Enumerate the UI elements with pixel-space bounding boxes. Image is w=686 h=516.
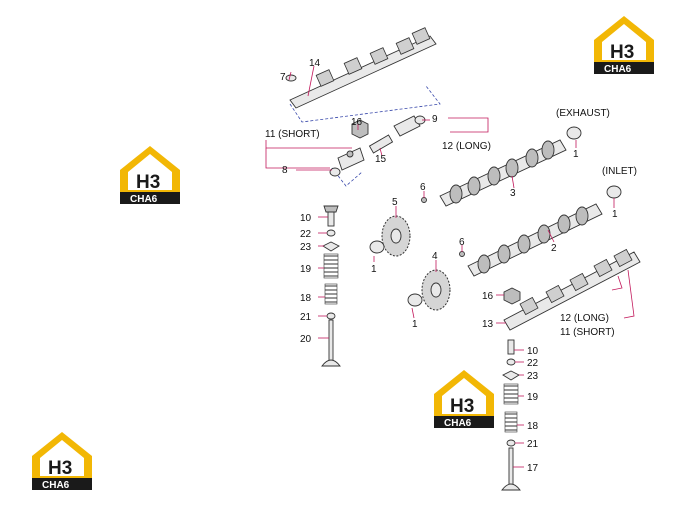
callout-19: 19 (300, 264, 312, 275)
callout-3: 3 (510, 188, 516, 199)
callout-16: 16 (351, 117, 363, 128)
callout-1: 1 (371, 264, 377, 275)
callout-18: 18 (300, 293, 312, 304)
exhaust-camshaft (439, 139, 567, 207)
watermark-logo: H3 CHA6 (120, 146, 180, 205)
camshaft-seal (369, 240, 385, 254)
label-short: 11 (SHORT) (265, 129, 320, 140)
watermark-brand: CHA6 (444, 418, 472, 429)
watermark-mark: H3 (48, 458, 72, 479)
leader-lines-left (318, 216, 329, 339)
watermark-brand: CHA6 (130, 194, 158, 205)
rocker-arm-long (393, 115, 421, 137)
callout-21: 21 (300, 312, 312, 323)
watermark-brand: CHA6 (42, 480, 70, 491)
adjuster-screw (368, 134, 394, 154)
callout-1: 1 (573, 149, 579, 160)
watermark-logo: H3 CHA6 (594, 16, 654, 75)
leader-lines-lower-right (496, 269, 635, 324)
callout-20: 20 (300, 334, 312, 345)
callout-23: 23 (300, 242, 312, 253)
rocker-shaft-upper (289, 27, 437, 109)
callout-6: 6 (459, 237, 465, 248)
camshaft-seal (566, 126, 582, 140)
watermark-logo: H3 CHA6 (32, 432, 92, 491)
valve-train-right (501, 339, 521, 491)
callout-10: 10 (527, 346, 539, 357)
callout-1: 1 (612, 209, 618, 220)
callout-7: 7 (280, 72, 286, 83)
callout-23: 23 (527, 371, 539, 382)
inlet-camshaft (467, 203, 603, 277)
label-long-lower: 12 (LONG) (560, 313, 609, 324)
callout-9: 9 (432, 114, 438, 125)
callout-16: 16 (482, 291, 494, 302)
valve-train-left (321, 205, 341, 367)
adjuster-nut (351, 119, 369, 139)
callout-17: 17 (527, 463, 539, 474)
washer (285, 74, 297, 82)
sprocket-inlet (421, 269, 451, 311)
leader-lines-upper (265, 65, 489, 171)
rocker-shaft-lower (503, 248, 641, 331)
callout-19: 19 (527, 392, 539, 403)
callout-6: 6 (420, 182, 426, 193)
label-inlet: (INLET) (602, 166, 637, 177)
callout-22: 22 (527, 358, 539, 369)
callout-1: 1 (412, 319, 418, 330)
label-long: 12 (LONG) (442, 141, 491, 152)
leader-lines-right (513, 349, 524, 468)
callout-18: 18 (527, 421, 539, 432)
assembly-guide-line (289, 85, 441, 123)
watermark-mark: H3 (610, 42, 634, 63)
rocker-arm-short (337, 147, 365, 171)
adjuster-nut (503, 287, 521, 305)
watermark-mark: H3 (136, 172, 160, 193)
callout-2: 2 (551, 243, 557, 254)
rocker-bushing (329, 167, 341, 177)
label-short-lower: 11 (SHORT) (560, 327, 615, 338)
sprocket-exhaust (381, 215, 411, 257)
callout-21: 21 (527, 439, 539, 450)
label-exhaust: (EXHAUST) (556, 108, 610, 119)
callout-10: 10 (300, 213, 312, 224)
leader-lines-middle (373, 140, 615, 319)
dowel-pin (459, 251, 465, 257)
leader-line (288, 71, 292, 81)
watermark-logo: H3 CHA6 (434, 370, 494, 429)
callout-4: 4 (432, 251, 438, 262)
callout-22: 22 (300, 229, 312, 240)
callout-15: 15 (375, 154, 387, 165)
watermark-mark: H3 (450, 396, 474, 417)
watermark-brand: CHA6 (604, 64, 632, 75)
camshaft-seal (407, 293, 423, 307)
callout-14: 14 (309, 58, 321, 69)
callout-13: 13 (482, 319, 494, 330)
camshaft-seal (606, 185, 622, 199)
callout-5: 5 (392, 197, 398, 208)
callout-8: 8 (282, 165, 288, 176)
dowel-pin (421, 197, 427, 203)
